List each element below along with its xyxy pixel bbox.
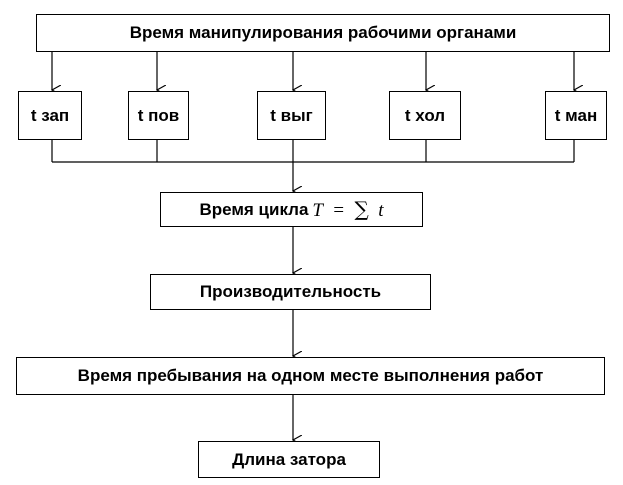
productivity-box: Производительность: [150, 274, 431, 310]
cycle-time-box: Время цикла T = ∑ t: [160, 192, 423, 227]
formula-sum-sign: ∑: [354, 197, 369, 221]
formula-lhs: T: [312, 200, 323, 221]
formula-rhs: t: [378, 200, 384, 221]
formula-equals: =: [332, 200, 345, 221]
stay-time-box: Время пребывания на одном месте выполнен…: [16, 357, 605, 395]
component-t-khol: t хол: [389, 91, 461, 140]
component-t-zap: t зап: [18, 91, 82, 140]
cycle-formula: T = ∑ t: [312, 197, 383, 222]
component-t-pov: t пов: [128, 91, 189, 140]
manipulation-time-box: Время манипулирования рабочими органами: [36, 14, 610, 52]
cycle-time-label: Время цикла: [199, 199, 309, 219]
jam-length-box: Длина затора: [198, 441, 380, 478]
component-t-man: t ман: [545, 91, 607, 140]
component-t-vyg: t выг: [257, 91, 326, 140]
